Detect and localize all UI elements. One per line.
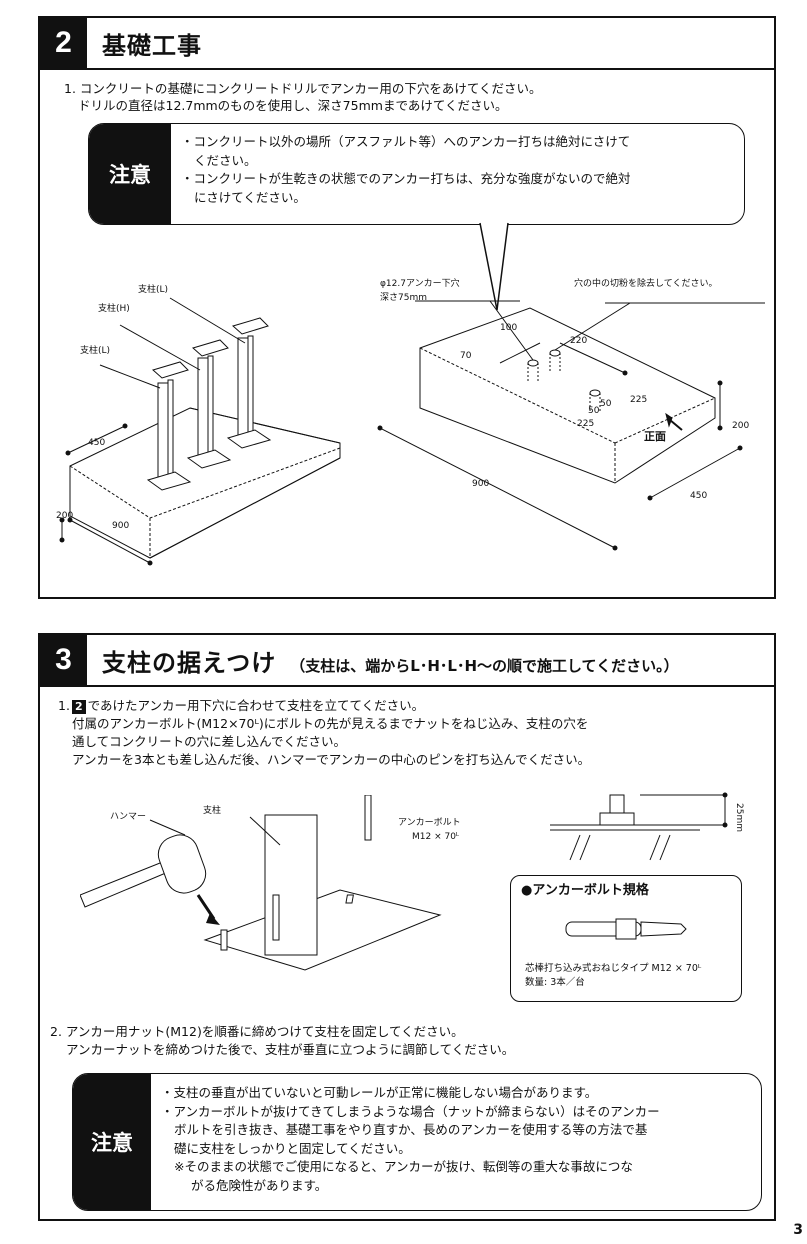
- caution-line: がる危険性があります。: [191, 1177, 328, 1193]
- anchor-install-figure: [80, 795, 442, 971]
- instruction-line: アンカーを3本とも差し込んだ後、ハンマーでアンカーの中心のピンを打ち込んでくださ…: [72, 752, 591, 767]
- label-post-l: 支柱(L): [80, 346, 111, 356]
- caution-line: 礎に支柱をしっかりと固定してください。: [174, 1140, 411, 1156]
- instruction-prefix: 1.: [58, 698, 70, 713]
- section-title-text: 支柱の据えつけ: [102, 649, 277, 677]
- bolt-protrusion-detail: [550, 792, 728, 861]
- posts-on-foundation-figure: [59, 297, 341, 566]
- anchor-spec-box: ●アンカーボルト規格 芯棒打ち込み式おねじタイプ M12 × 70ᴸ 数量: 3…: [510, 875, 742, 1002]
- front-label: 正面: [644, 430, 666, 443]
- dim-25mm: 25mm: [734, 803, 744, 832]
- section-number: 3: [40, 635, 87, 685]
- section-title: 支柱の据えつけ （支柱は、端からL･H･L･H〜の順で施工してください。）: [102, 643, 679, 678]
- dim-225b: 225: [630, 395, 648, 405]
- section-header: 3 支柱の据えつけ （支柱は、端からL･H･L･H〜の順で施工してください。）: [40, 635, 774, 687]
- anchor-bolt-icon: [565, 918, 687, 940]
- section-post-install: 3 支柱の据えつけ （支柱は、端からL･H･L･H〜の順で施工してください。） 1…: [38, 633, 776, 1221]
- debris-note: 穴の中の切粉を除去してください。: [574, 279, 718, 289]
- caution-line: ・アンカーボルトが抜けてきてしまうような場合（ナットが締まらない）はそのアンカー: [161, 1103, 660, 1119]
- dim-50b: 50: [600, 399, 612, 409]
- instruction-text: であけたアンカー用下穴に合わせて支柱を立ててください。: [87, 698, 425, 713]
- dim-900-length: 900: [472, 479, 490, 489]
- dim-200: 200: [56, 511, 74, 521]
- spec-title: ●アンカーボルト規格: [521, 883, 649, 898]
- caution-line: にさけてください。: [194, 189, 306, 205]
- label-hammer: ハンマー: [110, 812, 147, 822]
- concrete-block-figure: [377, 300, 765, 551]
- instruction-line: ドリルの直径は12.7mmのものを使用し、深さ75mmまであけてください。: [78, 98, 508, 113]
- caution-box: 注意 ・支柱の垂直が出ていないと可動レールが正常に機能しない場合があります。 ・…: [72, 1073, 762, 1211]
- dim-450: 450: [88, 438, 106, 448]
- dim-900: 900: [112, 521, 130, 531]
- dim-220: 220: [570, 336, 588, 346]
- dim-450-depth: 450: [690, 491, 708, 501]
- section-subtitle: （支柱は、端からL･H･L･H〜の順で施工してください。）: [290, 657, 679, 675]
- dim-50a: 50: [588, 406, 600, 416]
- label-post: 支柱: [203, 806, 222, 816]
- dim-100: 100: [500, 323, 518, 333]
- dim-70: 70: [460, 351, 472, 361]
- dim-200-height: 200: [732, 421, 750, 431]
- caution-label: 注意: [73, 1074, 151, 1210]
- caution-line: ・コンクリート以外の場所（アスファルト等）へのアンカー打ちは絶対にさけて: [181, 134, 631, 149]
- section-header: 2 基礎工事: [40, 18, 774, 70]
- section-number: 2: [40, 18, 87, 68]
- instruction-line: アンカーナットを締めつけた後で、支柱が垂直に立つように調節してください。: [66, 1042, 515, 1057]
- instruction-line: 通してコンクリートの穴に差し込んでください。: [72, 734, 347, 749]
- caution-line: ・コンクリートが生乾きの状態でのアンカー打ちは、充分な強度がないので絶対: [181, 171, 631, 186]
- section-foundation: 2 基礎工事 1. コンクリートの基礎にコンクリートドリルでアンカー用の下穴をあ…: [38, 16, 776, 599]
- label-post-h: 支柱(H): [98, 304, 130, 314]
- instruction-line: 2. アンカー用ナット(M12)を順番に締めつけて支柱を固定してください。: [50, 1024, 464, 1039]
- caution-label: 注意: [89, 124, 171, 224]
- caution-line: ください。: [194, 152, 257, 168]
- caution-line: ※そのままの状態でご使用になると、アンカーが抜け、転倒等の重大な事故につな: [174, 1159, 633, 1174]
- hole-label-diameter: φ12.7アンカー下穴: [380, 279, 460, 289]
- spec-type: 芯棒打ち込み式おねじタイプ M12 × 70ᴸ: [525, 963, 702, 974]
- step-badge: 2: [71, 700, 86, 714]
- label-post-l-top: 支柱(L): [138, 285, 169, 295]
- spec-quantity: 数量: 3本／台: [525, 977, 585, 988]
- hole-label-depth: 深さ75mm: [380, 293, 427, 303]
- caution-line: ボルトを引き抜き、基礎工事をやり直すか、長めのアンカーを使用する等の方法で基: [174, 1122, 648, 1137]
- label-anchor-bolt-size: M12 × 70ᴸ: [412, 832, 460, 842]
- instruction-line: 付属のアンカーボルト(M12×70ᴸ)にボルトの先が見えるまでナットをねじ込み、…: [72, 716, 589, 731]
- label-anchor-bolt: アンカーボルト: [398, 818, 461, 828]
- section-title: 基礎工事: [102, 32, 202, 60]
- page-number: 3: [793, 1222, 803, 1238]
- caution-box: 注意 ・コンクリート以外の場所（アスファルト等）へのアンカー打ちは絶対にさけて …: [88, 123, 745, 225]
- instruction-line: 1. コンクリートの基礎にコンクリートドリルでアンカー用の下穴をあけてください。: [64, 81, 542, 96]
- dim-225a: 225: [577, 419, 595, 429]
- caution-line: ・支柱の垂直が出ていないと可動レールが正常に機能しない場合があります。: [161, 1085, 598, 1100]
